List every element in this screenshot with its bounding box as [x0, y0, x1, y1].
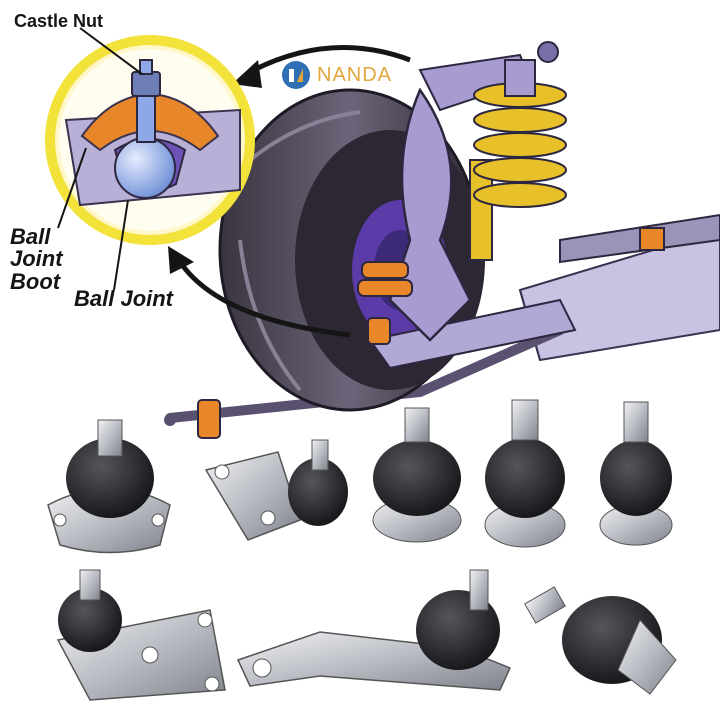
callout-circle [45, 27, 255, 291]
steering-knuckle [388, 87, 472, 342]
arrow-head-top [232, 60, 262, 88]
tie-rod [165, 325, 565, 423]
arrow-to-callout-bottom [177, 260, 351, 338]
suspension-assembly [164, 41, 720, 439]
product-ball-joint-angled [524, 586, 677, 695]
product-ball-joint-press-in-3 [599, 401, 673, 546]
brand-name: NANDA [317, 63, 393, 86]
lower-control-arm [368, 298, 577, 370]
brand-logo: NANDA [281, 60, 392, 90]
product-ball-joint-3-bolt-arm [56, 569, 226, 701]
ball-joint-boot-label: Ball Joint Boot [10, 224, 63, 294]
product-ball-joint-press-in-1 [372, 407, 462, 543]
strut-assembly [469, 41, 567, 261]
arrow-head-bottom [168, 246, 194, 274]
nanda-logo-icon [282, 61, 310, 89]
product-ball-joint-long-arm [236, 569, 512, 691]
product-ball-joint-4-bolt-flange [47, 419, 171, 554]
coil-spring [473, 82, 567, 208]
castle-nut-label: Castle Nut [14, 11, 104, 31]
ball-joint-boot-assembly [357, 261, 413, 345]
rack-bushing [639, 227, 665, 251]
arrow-to-callout-top [248, 45, 411, 75]
product-ball-joint-press-in-2 [484, 399, 566, 548]
tie-rod-bushing [197, 399, 221, 439]
ball-joint-label: Ball Joint [74, 286, 174, 311]
product-ball-joint-2-bolt-flange [204, 439, 348, 541]
